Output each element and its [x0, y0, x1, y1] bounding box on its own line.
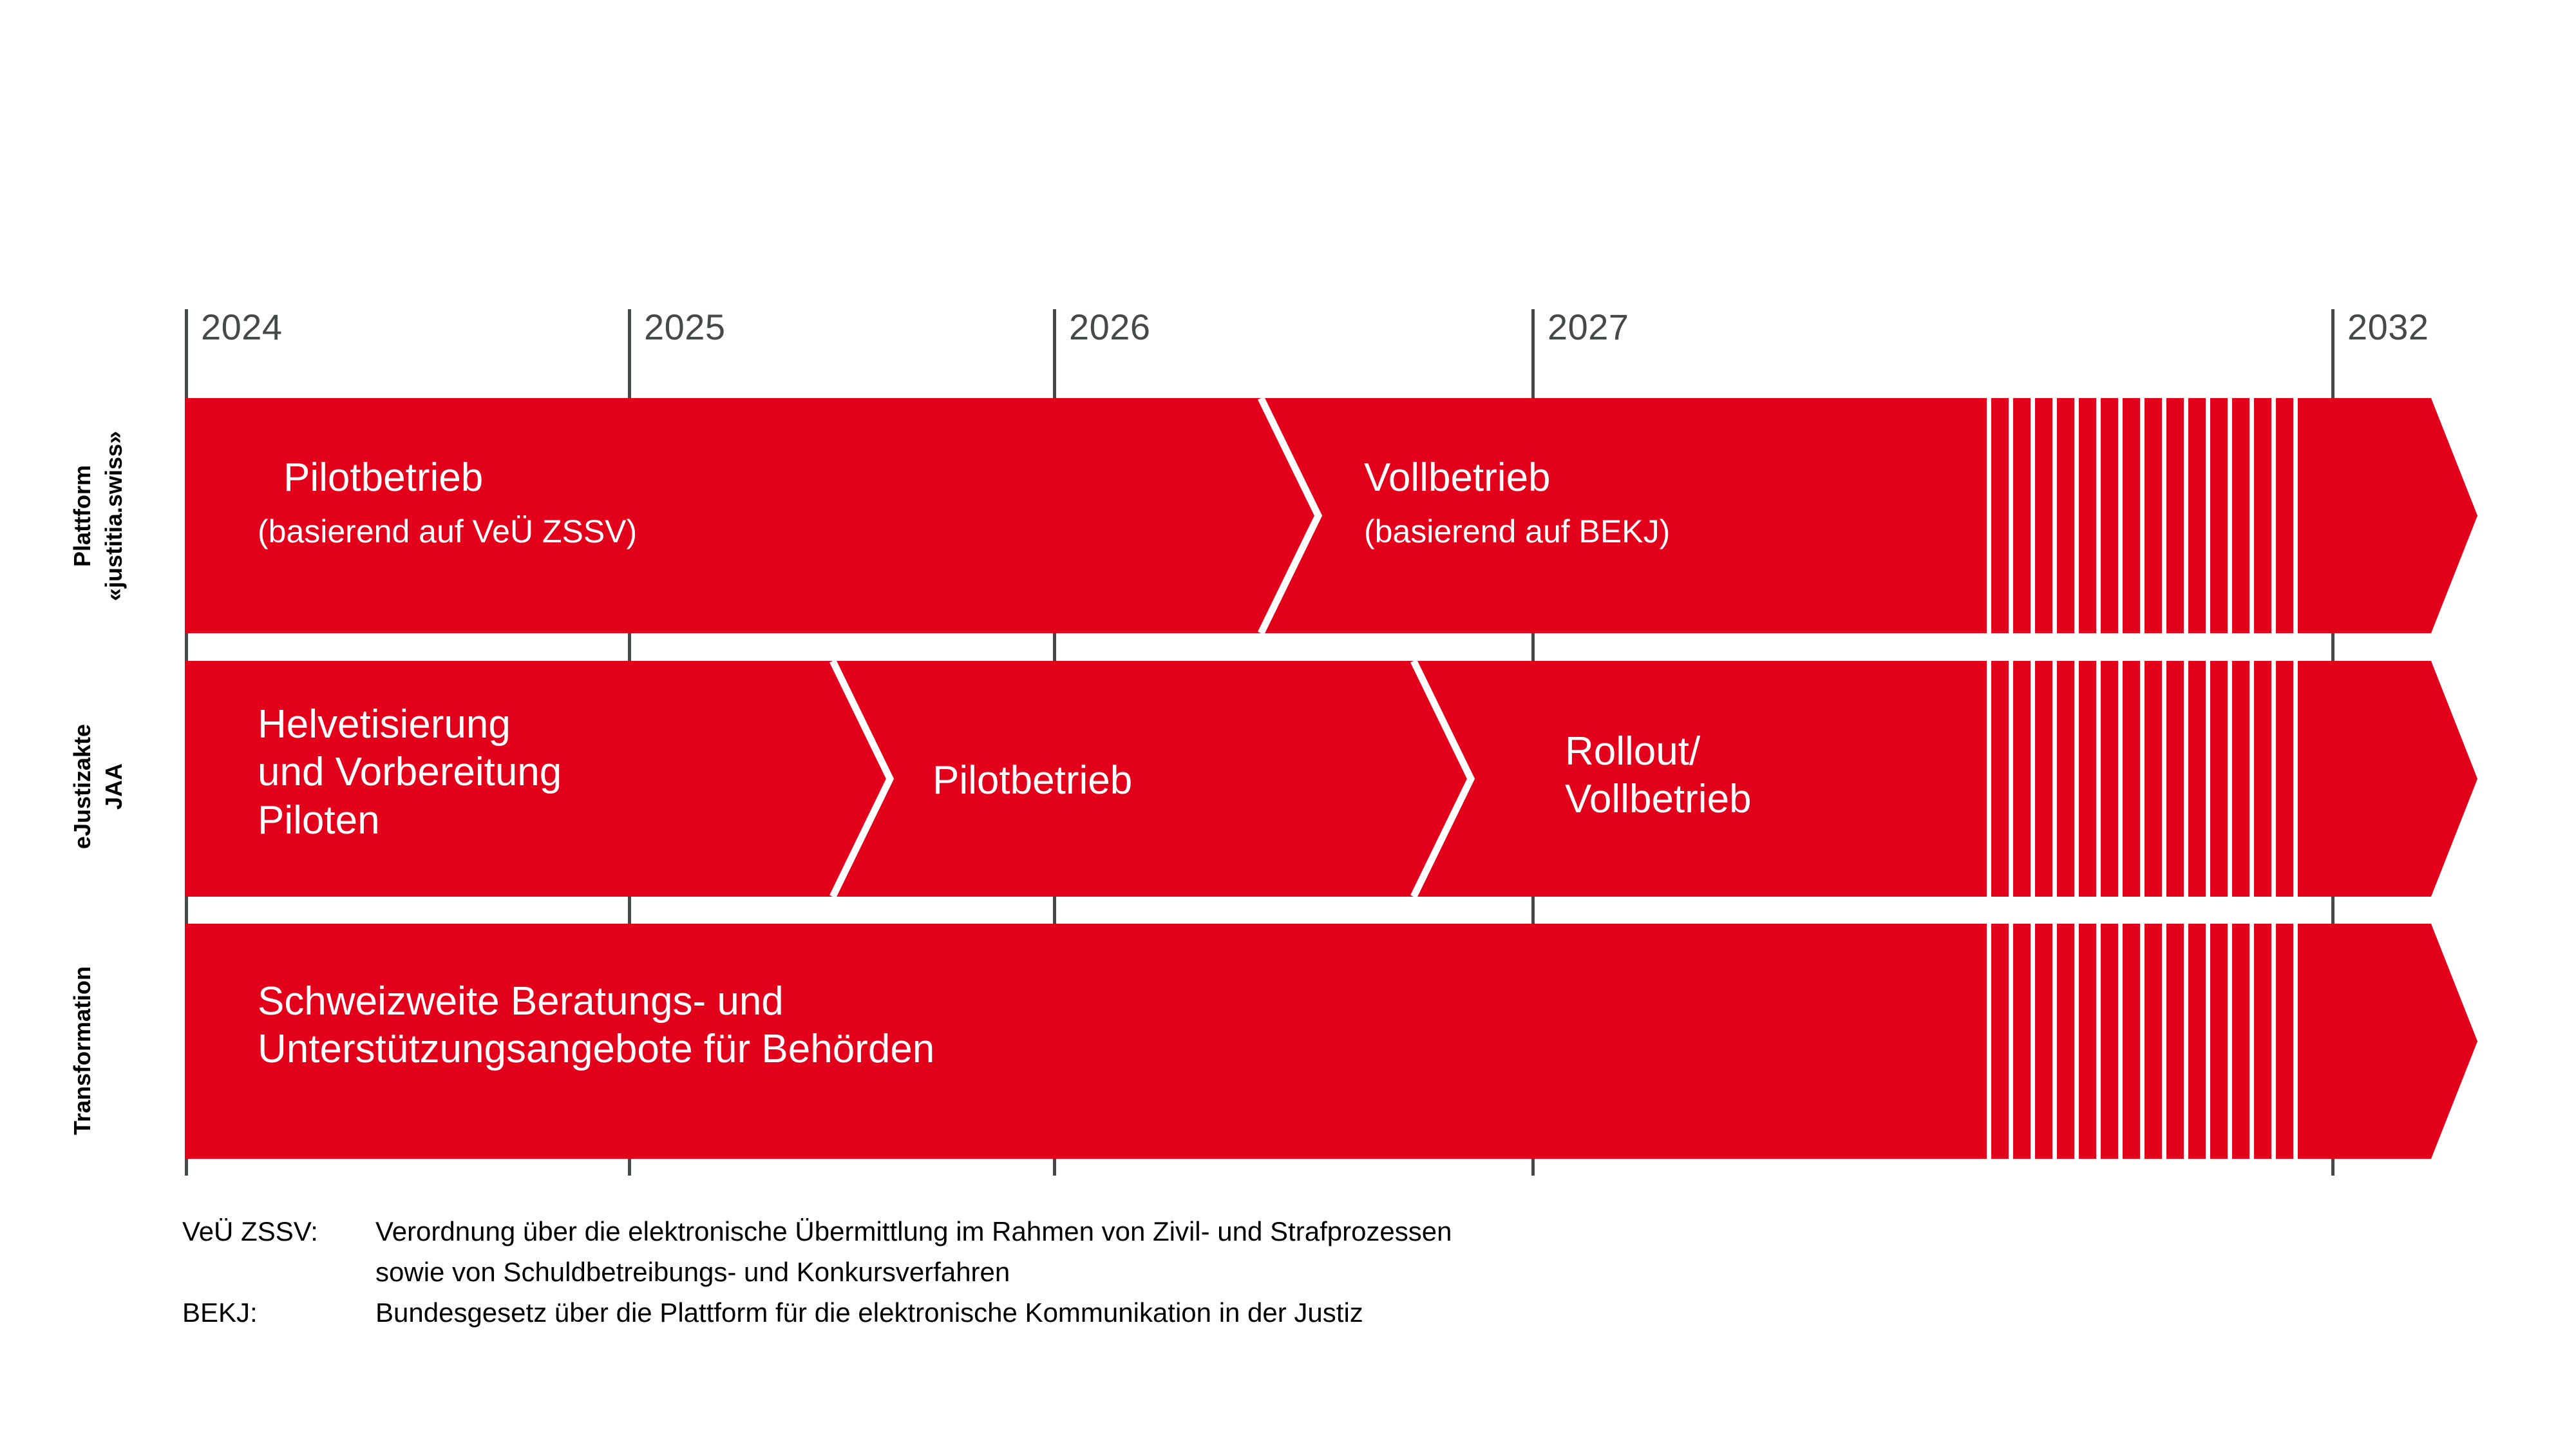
bar-row-ejustizakte-shape	[185, 661, 2477, 897]
footnote-value-veu-zssv: Verordnung über die elektronische Übermi…	[375, 1216, 1452, 1246]
row-label-transformation: Transformation	[69, 966, 95, 1136]
row-label-justitia-swiss: «justitia.swiss»	[100, 430, 127, 602]
footnotes: VeÜ ZSSV: Verordnung über die elektronis…	[182, 1211, 1452, 1333]
axis-tick-label-2027: 2027	[1548, 307, 1629, 347]
footnote-veu-zssv: VeÜ ZSSV: Verordnung über die elektronis…	[182, 1211, 1452, 1252]
bar-row-transformation-shape	[185, 924, 2477, 1159]
bar-row-plattform	[185, 398, 2477, 633]
axis-tick-label-2032: 2032	[2347, 307, 2429, 347]
axis-tick-label-2024: 2024	[201, 307, 283, 347]
footnote-value-bekj: Bundesgesetz über die Plattform für die …	[375, 1297, 1363, 1328]
row-label-jaa: JAA	[100, 763, 127, 810]
footnote-value-veu-zssv-continued: sowie von Schuldbetreibungs- und Konkurs…	[375, 1257, 1010, 1287]
bar-row-plattform-shape	[185, 398, 2477, 633]
footnote-key-veu-zssv: VeÜ ZSSV:	[182, 1216, 318, 1246]
footnote-bekj: BEKJ: Bundesgesetz über die Plattform fü…	[182, 1292, 1452, 1333]
bar-row-transformation	[185, 924, 2477, 1159]
axis-tick-label-2025: 2025	[644, 307, 726, 347]
row-label-ejustizakte: eJustizakte	[69, 723, 95, 850]
footnote-key-bekj: BEKJ:	[182, 1297, 258, 1328]
bar-row-ejustizakte	[185, 661, 2477, 897]
row-label-plattform: Plattform	[69, 465, 95, 568]
axis-tick-label-2026: 2026	[1069, 307, 1151, 347]
